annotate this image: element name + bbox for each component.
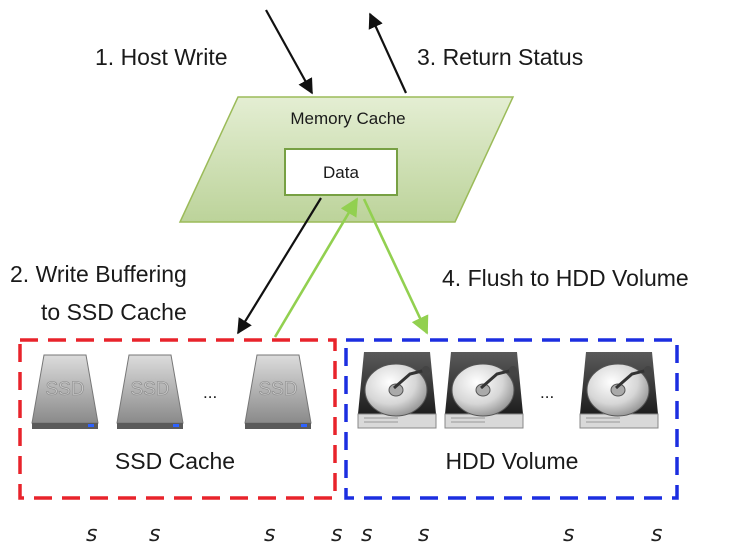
ssd-drive-text: SSD: [130, 379, 169, 400]
ssd-drive-text: SSD: [45, 379, 84, 400]
footer-glyph: s: [651, 522, 662, 545]
write-buffering-arrow: [237, 197, 322, 335]
ssd-cache-label: SSD Cache: [115, 448, 235, 474]
footer-glyph: s: [331, 522, 342, 545]
data-box: [284, 148, 398, 196]
ssd-cache-group: SSD SSD ... SSD SSD Cache: [18, 338, 337, 500]
ssd-to-data-arrow: [273, 197, 359, 338]
write-buffering-label-1: 2. Write Buffering: [10, 261, 187, 287]
memory-cache-title: Memory Cache: [290, 109, 405, 128]
return-status-arrow: [368, 12, 408, 94]
host-write-label: 1. Host Write: [95, 44, 228, 70]
ssd-ellipsis: ...: [203, 383, 217, 402]
ssd-drive-text: SSD: [258, 379, 297, 400]
hdd-ellipsis: ...: [540, 383, 554, 402]
hdd-drive-icon: [357, 352, 437, 429]
hdd-drive-icon: [579, 352, 659, 429]
memory-cache: Memory Cache Data: [178, 96, 515, 223]
ssd-cache-border: [18, 338, 337, 500]
ssd-drive-icon: SSD: [31, 354, 99, 429]
footer-glyph: s: [418, 522, 429, 545]
footer-glyph: s: [563, 522, 574, 545]
return-status-label: 3. Return Status: [417, 44, 583, 70]
footer-glyph: s: [86, 522, 97, 545]
hdd-volume-group: ... HDD Volume: [344, 338, 679, 500]
flush-arrow: [362, 198, 429, 335]
data-label: Data: [323, 163, 359, 182]
footer-glyph: s: [361, 522, 372, 545]
write-buffering-label-2: to SSD Cache: [41, 299, 187, 325]
footer-glyph: s: [264, 522, 275, 545]
hdd-volume-border: [344, 338, 679, 500]
hdd-volume-label: HDD Volume: [446, 448, 579, 474]
footer-glyph: s: [149, 522, 160, 545]
ssd-drive-icon: SSD: [116, 354, 184, 429]
flush-label: 4. Flush to HDD Volume: [442, 265, 689, 291]
host-write-arrow: [265, 9, 313, 95]
ssd-drive-icon: SSD: [244, 354, 312, 429]
hdd-drive-icon: [444, 352, 524, 429]
